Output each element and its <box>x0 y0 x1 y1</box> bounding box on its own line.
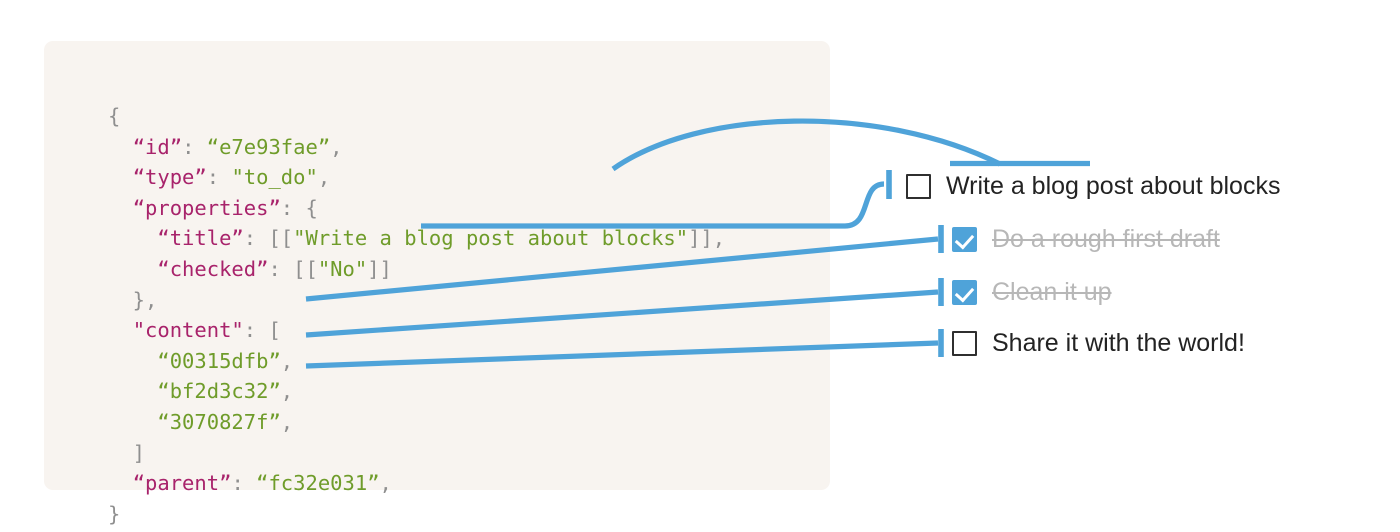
todo-item-3[interactable]: Share it with the world! <box>952 326 1245 360</box>
json-code-line-2: “type”: "to_do", <box>132 165 331 190</box>
json-code-line-11: ] <box>108 440 146 465</box>
json-code-text: { “id”: “e7e93fae”, “type”: "to_do", “pr… <box>108 101 725 529</box>
todo-item-3-checkbox[interactable] <box>952 330 977 356</box>
todo-item-2-checkbox[interactable] <box>952 279 977 305</box>
todo-item-1-label: Do a rough first draft <box>992 224 1220 253</box>
json-code-line-10: “3070827f”, <box>157 409 294 434</box>
todo-item-1-checkbox[interactable] <box>952 226 977 252</box>
todo-item-3-label: Share it with the world! <box>992 328 1245 357</box>
todo-item-1[interactable]: Do a rough first draft <box>952 222 1220 256</box>
json-code-line-6: }, <box>108 287 158 312</box>
todo-item-0[interactable]: Write a blog post about blocks <box>906 169 1280 203</box>
json-code-line-12: “parent”: “fc32e031”, <box>132 471 392 496</box>
todo-item-2[interactable]: Clean it up <box>952 275 1112 309</box>
json-code-line-7: "content": [ <box>132 318 281 343</box>
connector-checked-scurve <box>844 181 885 229</box>
json-code-line-0: { <box>108 104 121 128</box>
json-code-line-9: “bf2d3c32”, <box>157 379 294 404</box>
json-code-line-13: } <box>108 501 121 526</box>
json-code-panel: { “id”: “e7e93fae”, “type”: "to_do", “pr… <box>44 41 830 526</box>
json-code-line-8: “00315dfb”, <box>157 348 294 373</box>
json-code-line-4: “title”: [["Write a blog post about bloc… <box>157 226 726 251</box>
json-code-line-3: “properties”: { <box>132 195 318 220</box>
json-code-line-5: “checked”: [["No"]] <box>157 256 392 281</box>
json-code-line-1: “id”: “e7e93fae”, <box>132 134 343 159</box>
todo-item-2-label: Clean it up <box>992 277 1112 306</box>
todo-item-0-checkbox[interactable] <box>906 173 931 199</box>
todo-item-0-label: Write a blog post about blocks <box>946 171 1281 200</box>
